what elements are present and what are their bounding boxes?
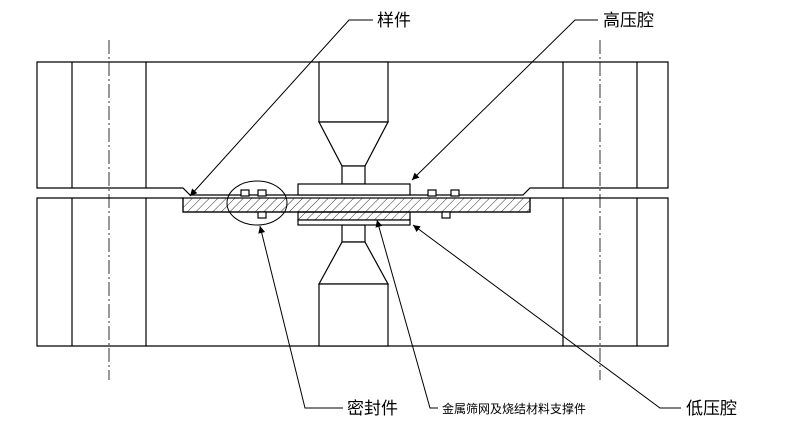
leader-mesh-support — [375, 219, 438, 409]
leader-high-pressure — [411, 19, 598, 181]
center-lines — [108, 40, 601, 380]
seal-highlight-ellipse — [226, 180, 288, 226]
label-mesh-support: 金属筛网及烧结材料支撑件 — [442, 401, 586, 416]
leader-seal — [258, 225, 343, 409]
label-high-pressure-chamber: 高压腔 — [603, 11, 654, 31]
lower-pressure-port — [317, 224, 390, 347]
leader-lines — [189, 19, 681, 409]
leader-low-pressure — [412, 224, 681, 409]
label-sample: 样件 — [377, 11, 411, 31]
sample-plate — [182, 197, 531, 213]
label-seal: 密封件 — [347, 399, 398, 419]
seal-elements — [240, 189, 460, 219]
mesh-support-plate — [297, 211, 411, 226]
leader-sample — [189, 19, 373, 197]
upper-clamp-block — [36, 61, 669, 196]
label-low-pressure-chamber: 低压腔 — [686, 399, 737, 419]
upper-pressure-port — [297, 61, 411, 196]
